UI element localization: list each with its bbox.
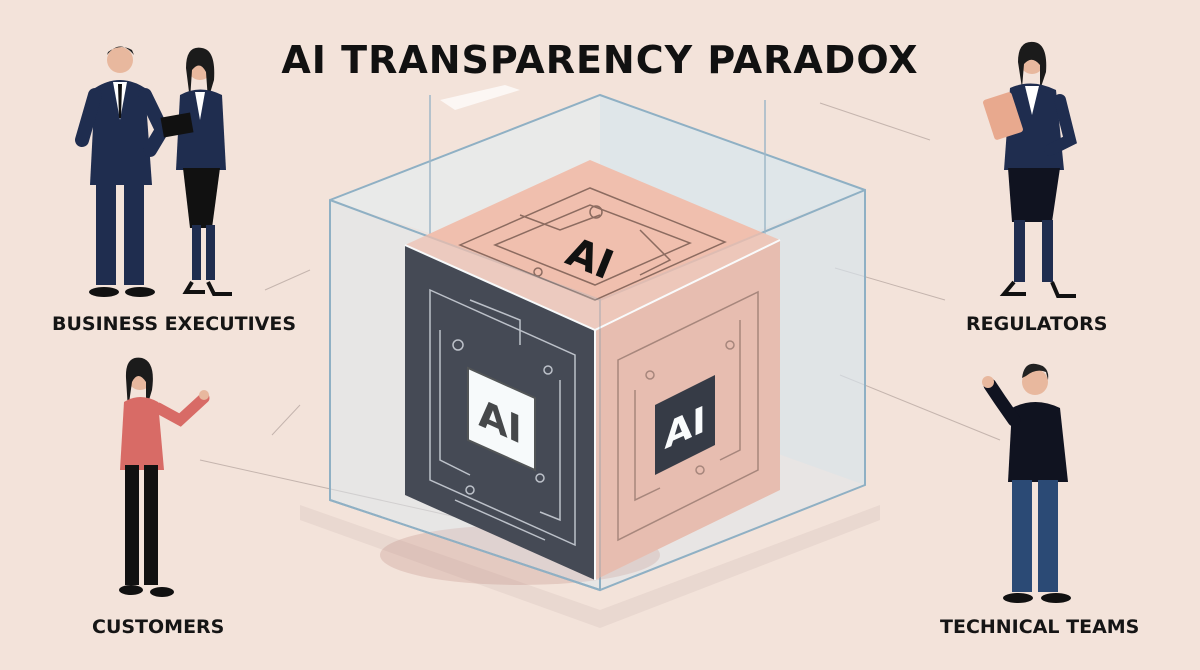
regulators-label: REGULATORS — [966, 313, 1108, 335]
cube-front-circuit — [429, 288, 576, 547]
cube-top-face — [405, 160, 780, 330]
technical-teams-label: TECHNICAL TEAMS — [940, 616, 1140, 638]
technical-team-figure — [982, 363, 1071, 603]
cube-top-circuit — [458, 187, 727, 301]
cube-side-circuit — [617, 290, 759, 542]
cube-side-chip — [655, 375, 715, 475]
customers-label: CUSTOMERS — [92, 616, 225, 638]
customer-figure — [119, 357, 210, 597]
ai-cube: AI AI AI — [404, 160, 781, 580]
regulator-figure — [983, 41, 1077, 298]
cube-front-chip — [467, 366, 536, 472]
diagram-title: AI TRANSPARENCY PARADOX — [281, 38, 919, 82]
business-executives-label: BUSINESS EXECUTIVES — [52, 313, 297, 335]
glass-front-edges — [329, 188, 866, 592]
guide-lines — [199, 102, 1001, 521]
business-executives-figure — [75, 46, 232, 297]
